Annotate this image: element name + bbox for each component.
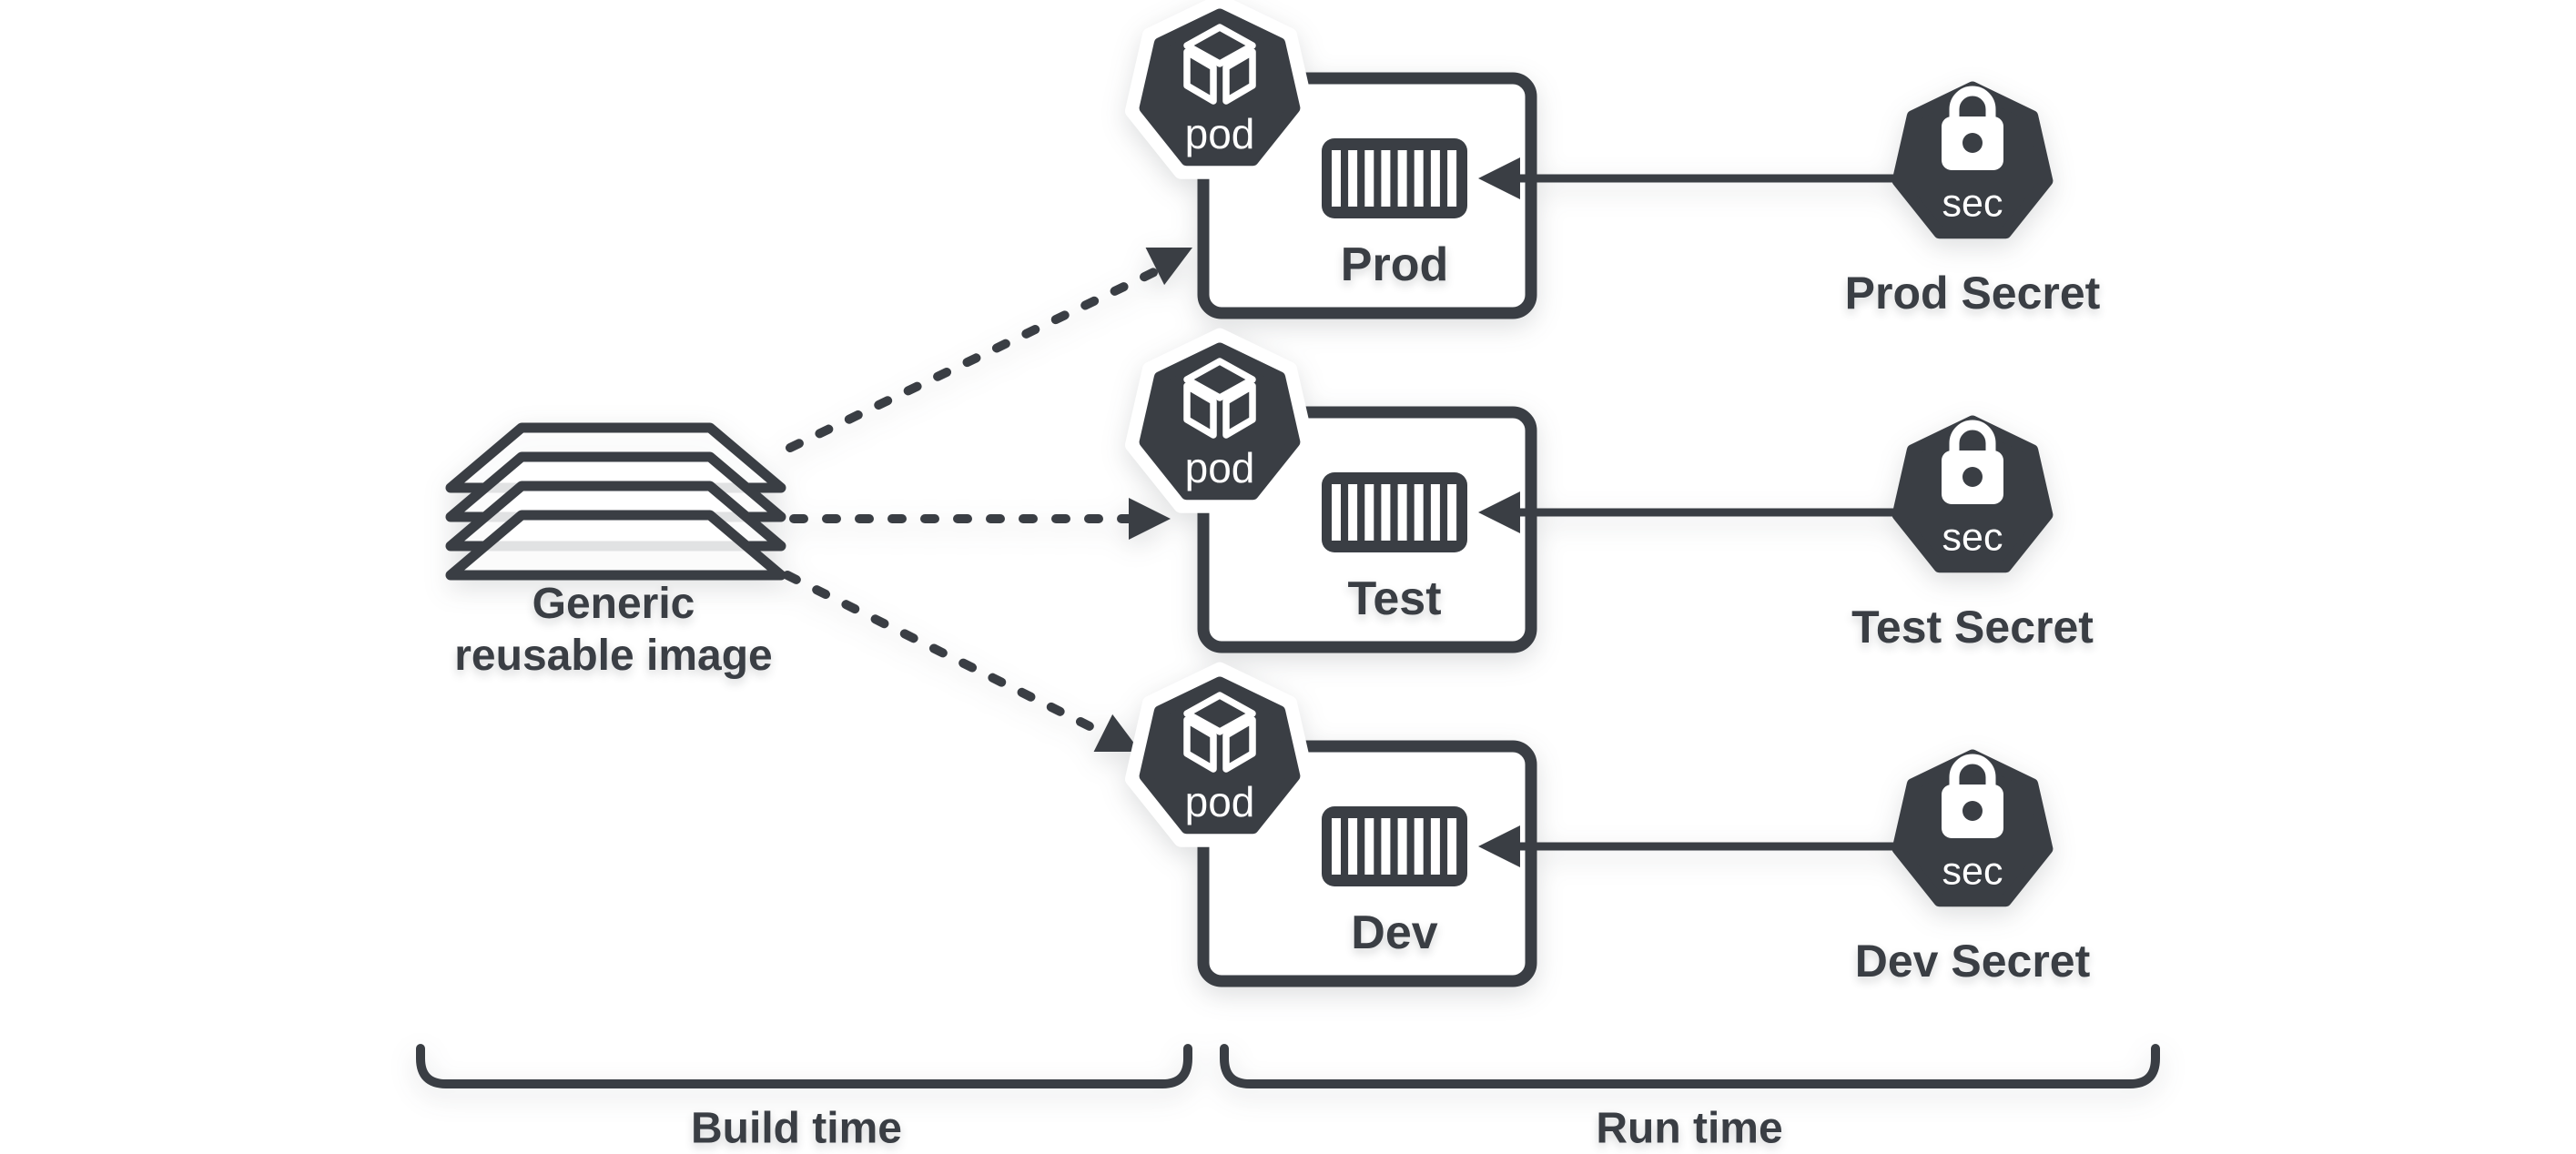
phase-label-run-time: Run time [1596, 1104, 1783, 1153]
phase-label-build-time: Build time [690, 1104, 903, 1153]
barcode-icon-prod [1322, 138, 1467, 218]
env-label-dev: Dev [1351, 906, 1438, 959]
barcode-icon-dev [1322, 806, 1467, 886]
source-image-label-line1: Generic [532, 580, 695, 628]
deploy-arrow-dev [783, 571, 1151, 771]
source-image-label-line2: reusable image [454, 632, 773, 680]
barcode-icon-test [1322, 472, 1467, 552]
pod-badge-label-test: pod [1184, 444, 1255, 491]
sec-badge-label-prod: sec [1942, 181, 2003, 226]
env-label-test: Test [1347, 572, 1442, 625]
pod-badge-label-dev: pod [1184, 778, 1255, 825]
secret-label-dev: Dev Secret [1854, 936, 2091, 987]
build-time-brace [416, 1044, 1192, 1088]
dev-row-graphics [1132, 670, 2047, 987]
sec-badge-label-test: sec [1942, 515, 2003, 560]
secret-label-prod: Prod Secret [1844, 268, 2101, 319]
test-row-graphics [1132, 336, 2047, 653]
source-image-label: Generic reusable image [454, 578, 773, 682]
layers-icon [445, 422, 786, 581]
sec-badge-label-dev: sec [1942, 849, 2003, 894]
prod-row-graphics [1132, 2, 2047, 319]
run-time-brace [1220, 1044, 2160, 1088]
pod-badge-label-prod: pod [1184, 110, 1255, 157]
secret-label-test: Test Secret [1851, 602, 2094, 653]
env-label-prod: Prod [1340, 238, 1449, 291]
deploy-arrow-prod [786, 228, 1202, 452]
deploy-arrow-test [789, 498, 1171, 540]
